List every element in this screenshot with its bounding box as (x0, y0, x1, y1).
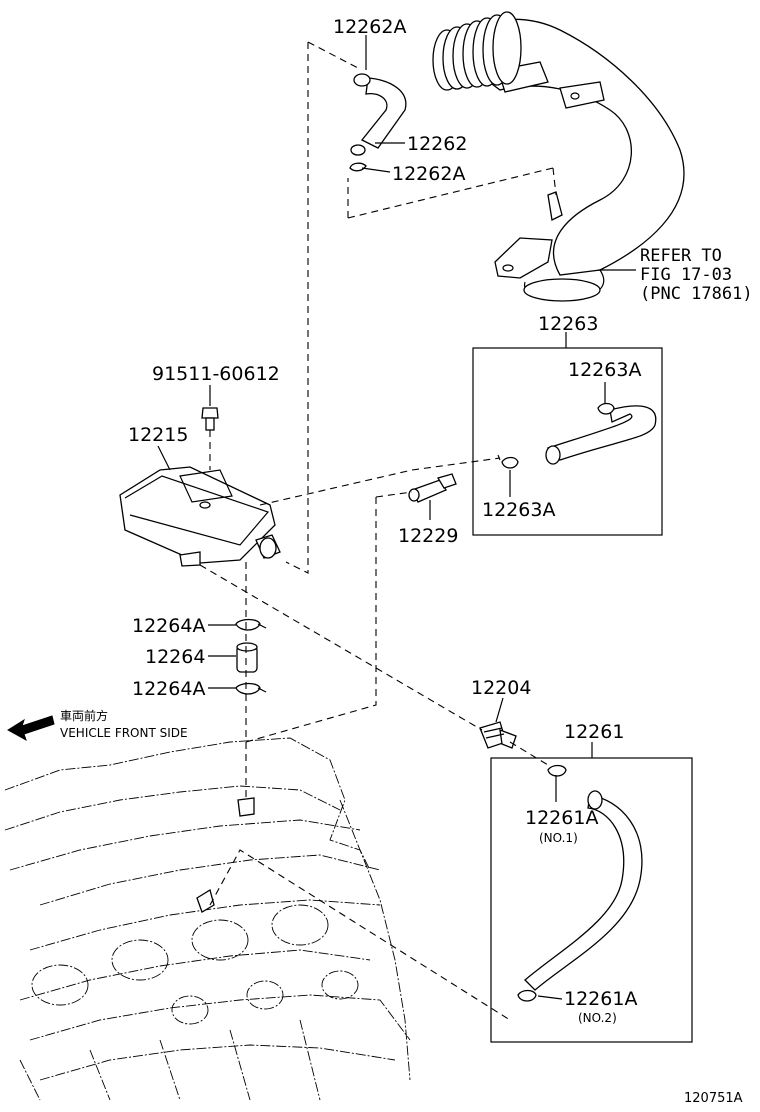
refer-line-2: FIG 17-03 (640, 265, 732, 285)
label-12215: 12215 (128, 424, 188, 446)
hose-bellows (432, 11, 522, 91)
front-label-jp: 車両前方 (60, 708, 108, 723)
bolt-91511 (201, 407, 219, 431)
label-12263: 12263 (538, 313, 598, 335)
label-12262A-top: 12262A (333, 16, 406, 38)
hose-12263 (501, 402, 657, 469)
pcv-valve-12204 (479, 721, 517, 749)
label-12262A-bottom: 12262A (392, 163, 465, 185)
label-12263A-top: 12263A (568, 359, 641, 381)
label-12263A-bottom: 12263A (482, 499, 555, 521)
refer-line-1: REFER TO (640, 246, 722, 266)
figure-number: 120751A (684, 1091, 743, 1106)
label-12204: 12204 (471, 677, 531, 699)
air-intake-hose (432, 11, 685, 302)
label-no2: (NO.2) (578, 1011, 617, 1025)
front-arrow-icon (7, 715, 55, 742)
label-12262: 12262 (407, 133, 467, 155)
label-12261: 12261 (564, 721, 624, 743)
refer-line-3: (PNC 17861) (640, 284, 753, 304)
dashed-connections (199, 41, 557, 1021)
label-12264: 12264 (145, 646, 205, 668)
label-12264A-top: 12264A (132, 615, 205, 637)
valve-12229 (408, 473, 457, 503)
label-12229: 12229 (398, 525, 458, 547)
oil-separator-12215 (119, 466, 281, 567)
label-91511-60612: 91511-60612 (152, 363, 280, 385)
hose-12262 (349, 73, 407, 172)
engine-outline (4, 737, 411, 1101)
grommet-12264 (235, 618, 267, 695)
leader-lines (157, 35, 636, 1000)
front-label-en: VEHICLE FRONT SIDE (60, 726, 188, 740)
hose-12261 (517, 764, 643, 1002)
label-12264A-bottom: 12264A (132, 678, 205, 700)
label-12261A-no1: 12261A (525, 807, 598, 829)
label-12261A-no2: 12261A (564, 988, 637, 1010)
label-no1: (NO.1) (539, 831, 578, 845)
box-12263 (472, 347, 663, 536)
